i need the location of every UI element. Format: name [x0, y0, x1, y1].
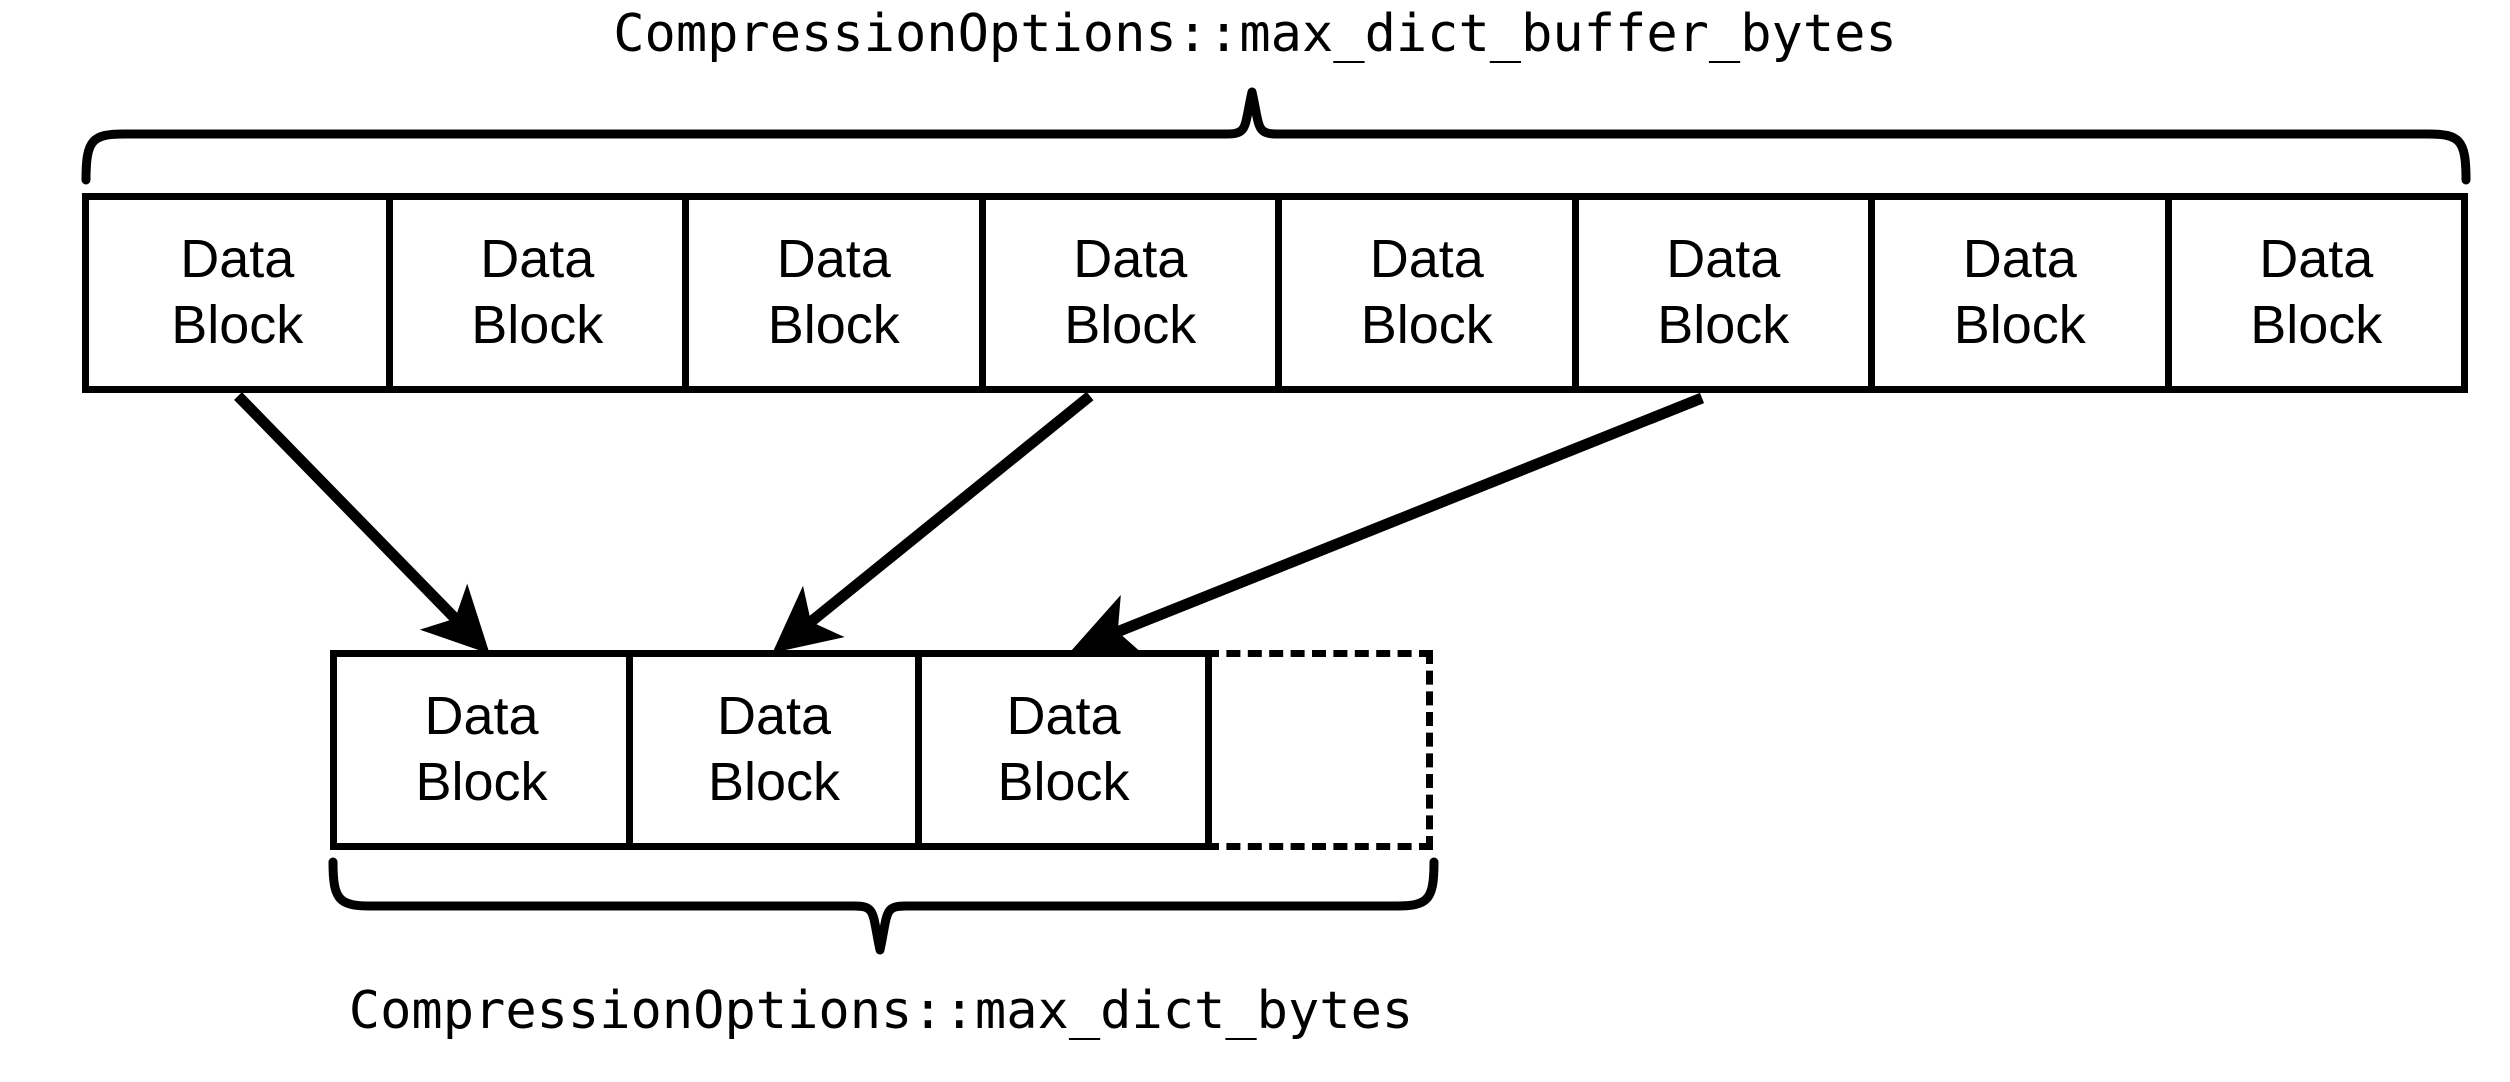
- data-block[interactable]: Data Block: [385, 200, 683, 386]
- data-block-label-line1: Data: [2259, 229, 2374, 290]
- arrow-block6-to-dict3: [1071, 392, 1705, 657]
- data-block[interactable]: Data Block: [915, 657, 1205, 843]
- data-block-label-line1: Data: [480, 229, 595, 290]
- arrow-block4-to-dict2: [772, 391, 1094, 653]
- data-block-label-line1: Data: [1073, 229, 1188, 290]
- data-block-label-line1: Data: [1666, 229, 1781, 290]
- source-data-block-row: Data Block Data Block Data Block Data Bl…: [82, 193, 2468, 393]
- data-block-label-line2: Block: [171, 295, 304, 355]
- data-block[interactable]: Data Block: [1571, 200, 1869, 386]
- data-block-label-line1: Data: [1962, 229, 2077, 290]
- data-block-label-line2: Block: [1064, 295, 1197, 355]
- top-brace: [81, 87, 2471, 185]
- data-block-label-line2: Block: [997, 752, 1130, 812]
- data-block-label-line1: Data: [1006, 686, 1121, 747]
- data-block-label-line2: Block: [415, 752, 548, 812]
- data-block[interactable]: Data Block: [682, 200, 979, 386]
- data-block[interactable]: Data Block: [337, 657, 626, 843]
- data-block[interactable]: Data Block: [1275, 200, 1572, 386]
- bottom-brace: [328, 857, 1439, 955]
- data-block[interactable]: Data Block: [978, 200, 1276, 386]
- data-block-label-line2: Block: [707, 752, 841, 812]
- empty-dictionary-slot: [1205, 650, 1433, 850]
- data-block-label-line1: Data: [180, 229, 295, 290]
- data-block-label-line1: Data: [424, 686, 539, 747]
- data-block-label-line2: Block: [1953, 295, 2086, 355]
- top-brace-label: CompressionOptions::max_dict_buffer_byte…: [613, 4, 1897, 64]
- data-block-label-line2: Block: [1360, 295, 1493, 355]
- data-block[interactable]: Data Block: [1868, 200, 2165, 386]
- data-block[interactable]: Data Block: [89, 200, 386, 386]
- data-block-label-line1: Data: [716, 686, 832, 747]
- data-block-label-line2: Block: [767, 295, 900, 355]
- data-block-label-line2: Block: [471, 295, 604, 355]
- arrow-block1-to-dict1: [234, 392, 490, 654]
- data-block-label-line1: Data: [1369, 229, 1484, 290]
- data-block[interactable]: Data Block: [2164, 200, 2462, 386]
- data-block-label-line1: Data: [776, 229, 891, 290]
- data-block[interactable]: Data Block: [626, 657, 915, 843]
- data-block-label-line2: Block: [2250, 295, 2383, 355]
- data-block-label-line2: Block: [1657, 295, 1790, 355]
- bottom-brace-label: CompressionOptions::max_dict_bytes: [348, 981, 1414, 1041]
- dictionary-data-block-row: Data Block Data Block Data Block: [330, 650, 1212, 850]
